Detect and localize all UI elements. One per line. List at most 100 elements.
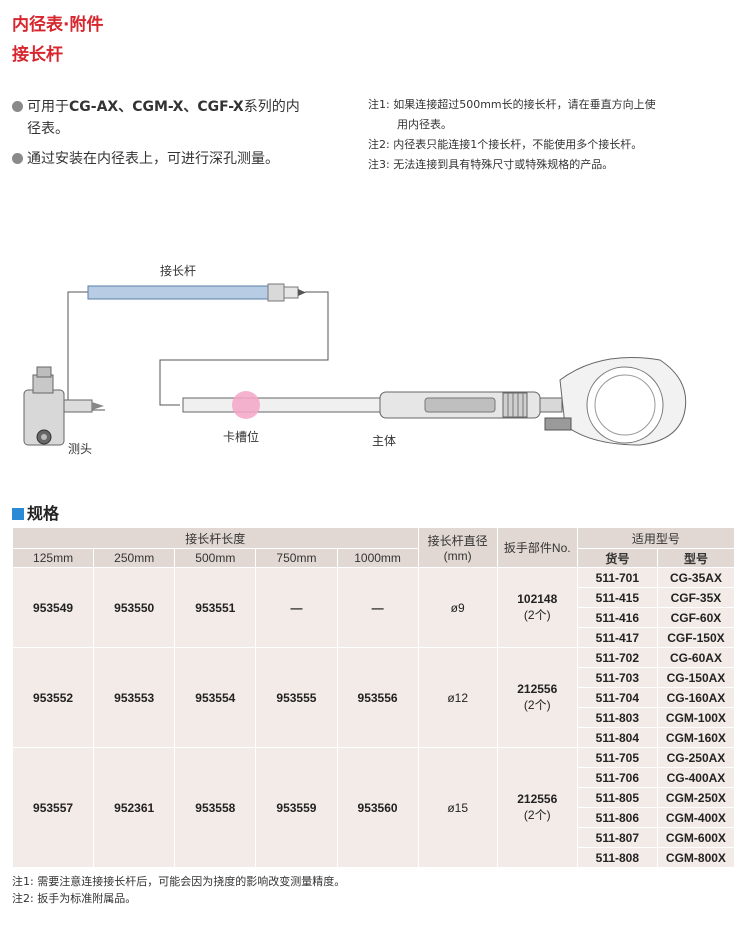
extension-rod-icon (87, 283, 306, 302)
note-right-1: 注1: 如果连接超过500mm长的接长杆，请在垂直方向上使 (368, 98, 656, 111)
model-code-cell: 511-415 (576, 587, 658, 608)
wrench-number: 212556 (517, 792, 558, 806)
length-500: 500mm (174, 548, 257, 568)
model-name-cell: CGF-35X (656, 587, 736, 608)
wrench-number: 102148 (517, 592, 558, 606)
spec-table: 接长杆长度 接长杆直径 (mm) 扳手部件No. 适用型号 125mm 250m… (11, 527, 736, 868)
bullet-dot-icon (12, 153, 23, 164)
wrench-cell: 102148 (2个) (496, 567, 578, 648)
length-250: 250mm (93, 548, 176, 568)
footnote-1: 注1: 需要注意连接接长杆后，可能会因为挠度的影响改变测量精度。 (12, 875, 346, 888)
gauge-body-icon (182, 357, 687, 446)
bullet-dot-icon (12, 101, 23, 112)
header-diameter: 接长杆直径 (mm) (417, 527, 498, 568)
model-name-cell: CGF-150X (656, 627, 736, 648)
wrench-cell: 212556(2个) (496, 747, 578, 868)
product-code-cell: 953550 (93, 567, 176, 648)
spec-heading: 规格 (12, 500, 59, 524)
model-code-cell: 511-804 (576, 727, 658, 748)
model-code-cell: 511-703 (576, 667, 658, 688)
model-name-cell: CGM-800X (656, 847, 736, 868)
model-name-cell: CGF-60X (656, 607, 736, 628)
extension-rod-diagram (23, 283, 687, 446)
model-code-cell: 511-807 (576, 827, 658, 848)
model-code-cell: 511-701 (576, 567, 658, 588)
model-code-cell: 511-706 (576, 767, 658, 788)
model-code-cell: 511-416 (576, 607, 658, 628)
model-name-cell: CGM-250X (656, 787, 736, 808)
model-code-cell: 511-417 (576, 627, 658, 648)
product-code-cell: 953552 (11, 647, 95, 748)
product-code-cell: 953551 (174, 567, 257, 648)
length-125: 125mm (11, 548, 95, 568)
model-code-cell: 511-806 (576, 807, 658, 828)
model-code-cell: 511-705 (576, 747, 658, 768)
model-name-cell: CGM-100X (656, 707, 736, 728)
diameter-cell: ø12 (417, 647, 498, 748)
product-code-cell: — (336, 567, 419, 648)
model-code-cell: 511-805 (576, 787, 658, 808)
sub-code: 货号 (576, 548, 658, 568)
product-code-cell: 952361 (93, 747, 176, 868)
bullet-compat-cont: 径表。 (27, 121, 69, 137)
header-models: 适用型号 (576, 527, 736, 549)
page-subtitle: 接长杆 (12, 45, 63, 65)
model-code-cell: 511-803 (576, 707, 658, 728)
note-right-1-cont: 用内径表。 (397, 118, 452, 131)
length-1000: 1000mm (336, 548, 419, 568)
groove-label: 卡槽位 (223, 430, 260, 444)
model-name-cell: CGM-160X (656, 727, 736, 748)
product-code-cell: 953556 (336, 647, 419, 748)
page-title: 内径表·附件 (12, 15, 104, 35)
model-name-cell: CG-150AX (656, 667, 736, 688)
product-code-cell: 953558 (174, 747, 257, 868)
product-code-cell: 953554 (174, 647, 257, 748)
model-name-cell: CGM-600X (656, 827, 736, 848)
model-code-cell: 511-704 (576, 687, 658, 708)
body-label: 主体 (372, 434, 397, 448)
header-wrench: 扳手部件No. (496, 527, 578, 568)
model-name-cell: CG-35AX (656, 567, 736, 588)
connection-lines (67, 291, 329, 411)
heading-square-icon (12, 508, 24, 520)
model-name-cell: CG-250AX (656, 747, 736, 768)
product-code-cell: 953559 (255, 747, 338, 868)
model-name-cell: CG-400AX (656, 767, 736, 788)
model-name-cell: CG-60AX (656, 647, 736, 668)
wrench-cell: 212556 (2个) (496, 647, 578, 748)
probe-head-icon (23, 366, 104, 446)
model-code-cell: 511-808 (576, 847, 658, 868)
product-code-cell: 953555 (255, 647, 338, 748)
diameter-cell: ø15 (417, 747, 498, 868)
product-code-cell: 953549 (11, 567, 95, 648)
product-code-cell: 953560 (336, 747, 419, 868)
product-code-cell: 953557 (11, 747, 95, 868)
rod-label: 接长杆 (160, 264, 197, 278)
product-code-cell: — (255, 567, 338, 648)
model-name-cell: CGM-400X (656, 807, 736, 828)
wrench-qty: (2个) (523, 698, 551, 712)
footnote-2: 注2: 扳手为标准附属品。 (12, 892, 137, 905)
note-right-3: 注3: 无法连接到具有特殊尺寸或特殊规格的产品。 (368, 158, 614, 171)
model-code-cell: 511-702 (576, 647, 658, 668)
wrench-number: 212556 (517, 682, 558, 696)
probe-label: 测头 (68, 442, 93, 456)
product-code-cell: 953553 (93, 647, 176, 748)
header-length: 接长杆长度 (12, 527, 419, 549)
bullet-deep-hole: 通过安装在内径表上，可进行深孔测量。 (12, 148, 279, 170)
wrench-qty: (2个) (523, 608, 551, 622)
model-name-cell: CG-160AX (656, 687, 736, 708)
